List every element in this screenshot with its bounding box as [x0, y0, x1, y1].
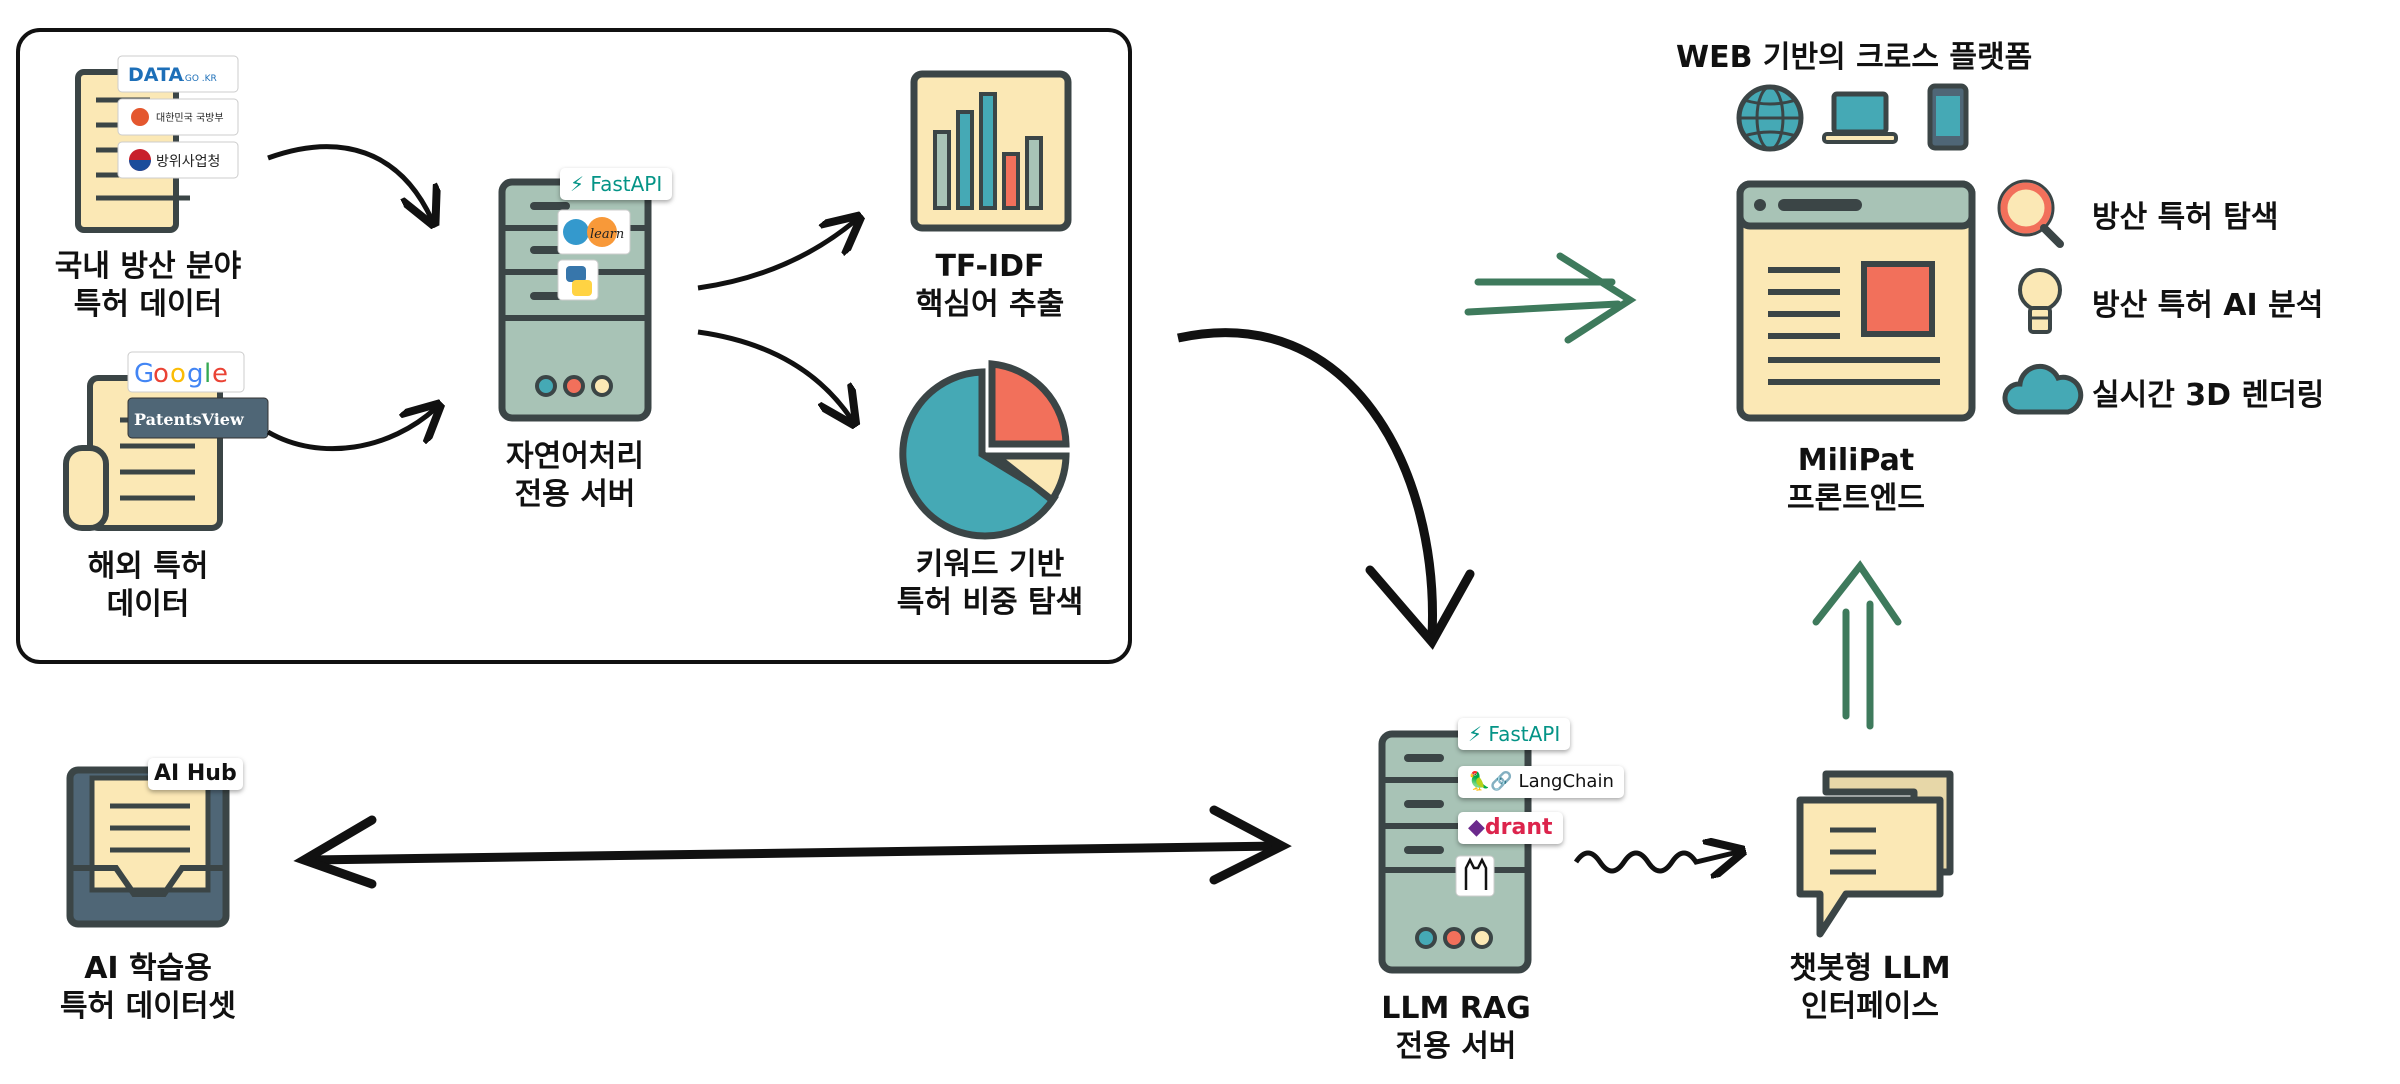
svg-text:o: o [153, 359, 169, 389]
svg-text:대한민국 국방부: 대한민국 국방부 [156, 112, 224, 124]
arrow-aihub-rag-bidirectional [309, 841, 1279, 865]
label-rag-line1: LLM RAG [1381, 991, 1531, 1026]
bar-chart-icon [910, 70, 1072, 232]
arrow-left-head [293, 815, 377, 889]
preprocessing-group-box [16, 28, 1132, 664]
svg-text:l: l [204, 359, 211, 389]
magnifier-icon [1997, 179, 2064, 248]
svg-text:DATA: DATA [128, 64, 183, 86]
label-keyword-search: 키워드 기반 특허 비중 탐색 [860, 546, 1120, 622]
langchain-tag-label: LangChain [1518, 771, 1614, 792]
arrow-group-to-rag [1177, 328, 1437, 637]
label-chatbot: 챗봇형 LLM 인터페이스 [1750, 950, 1990, 1026]
label-tfidf-line1: TF-IDF [935, 249, 1045, 284]
label-frontend-line1: MiliPat [1797, 443, 1915, 478]
label-ai-dataset-line1: AI 학습용 [84, 951, 212, 986]
overseas-logo-cards: G o o g l e PatentsView [127, 351, 269, 439]
domestic-logo-cards: DATA .GO .KR 대한민국 국방부 방위사업청 [117, 55, 239, 179]
sklearn-python-logos: learn [557, 209, 631, 301]
arrow-nlp-to-keyword [697, 329, 852, 420]
phone-icon [1927, 83, 1969, 151]
label-ai-dataset-line2: 특허 데이터셋 [59, 989, 237, 1024]
svg-text:.GO .KR: .GO .KR [182, 74, 217, 84]
pie-chart-icon [899, 360, 1070, 540]
svg-text:g: g [187, 359, 204, 389]
aihub-badge: AI Hub [148, 758, 243, 790]
fastapi-tag-nlp: ⚡ FastAPI [560, 168, 673, 200]
label-rag-server: LLM RAG 전용 서버 [1336, 990, 1576, 1066]
dataset-tray-icon [66, 766, 230, 928]
label-tfidf-line2: 핵심어 추출 [915, 287, 1065, 322]
browser-window-icon [1736, 180, 1976, 422]
svg-text:PatentsView: PatentsView [134, 410, 245, 429]
label-domestic-data: 국내 방산 분야 특허 데이터 [28, 248, 268, 324]
svg-text:G: G [134, 359, 154, 389]
label-chatbot-line2: 인터페이스 [1801, 989, 1939, 1024]
lightbulb-icon [2018, 268, 2062, 334]
svg-text:e: e [212, 359, 228, 389]
cloud-icon [2002, 363, 2084, 415]
overseas-scroll-icon [63, 375, 223, 531]
laptop-icon [1822, 91, 1898, 144]
aihub-badge-label: AI Hub [154, 761, 237, 786]
label-nlp-server: 자연어처리 전용 서버 [455, 438, 695, 514]
svg-text:방위사업청: 방위사업청 [156, 154, 220, 170]
label-ai-dataset: AI 학습용 특허 데이터셋 [28, 950, 268, 1026]
label-rag-line2: 전용 서버 [1395, 1029, 1517, 1064]
label-overseas-data: 해외 특허 데이터 [28, 548, 268, 624]
label-overseas-line2: 데이터 [106, 587, 190, 622]
fastapi-tag-rag: ⚡ FastAPI [1458, 718, 1571, 750]
qdrant-tag: ◆drant [1458, 812, 1563, 844]
label-domestic-line2: 특허 데이터 [73, 287, 223, 322]
qdrant-tag-label: drant [1484, 815, 1553, 840]
platform-header: WEB 기반의 크로스 플랫폼 [1676, 40, 2033, 75]
green-arrow-chatbot-to-frontend [1812, 560, 1902, 730]
arrow-rag-to-chatbot [1573, 852, 1738, 871]
label-chatbot-line1: 챗봇형 LLM [1789, 951, 1951, 986]
label-nlp-line2: 전용 서버 [514, 477, 636, 512]
feature-patent-ai-analysis: 방산 특허 AI 분석 [2092, 288, 2324, 323]
svg-text:learn: learn [590, 227, 624, 242]
arrow-domestic-to-nlp [267, 144, 432, 220]
label-keyword-line2: 특허 비중 탐색 [896, 585, 1084, 620]
svg-text:o: o [170, 359, 186, 389]
globe-icon [1736, 84, 1804, 152]
label-keyword-line1: 키워드 기반 [915, 547, 1065, 582]
label-tfidf: TF-IDF 핵심어 추출 [860, 248, 1120, 324]
fastapi-tag-nlp-label: FastAPI [590, 172, 663, 196]
label-overseas-line1: 해외 특허 [87, 549, 209, 584]
label-nlp-line1: 자연어처리 [506, 439, 644, 474]
fastapi-tag-rag-label: FastAPI [1488, 722, 1561, 746]
label-frontend: MiliPat 프론트엔드 [1736, 442, 1976, 518]
ollama-logo [1455, 855, 1495, 897]
green-arrow-to-frontend [1464, 252, 1637, 344]
arrow-group-to-rag-head [1365, 565, 1475, 650]
arrow-nlp-to-tfidf [697, 220, 856, 291]
arrow-overseas-to-nlp [266, 408, 436, 452]
langchain-tag: 🦜🔗 LangChain [1458, 766, 1624, 798]
feature-3d-rendering: 실시간 3D 렌더링 [2092, 378, 2325, 413]
chat-bubbles-icon [1796, 770, 1954, 938]
label-domestic-line1: 국내 방산 분야 [54, 249, 242, 284]
label-frontend-line2: 프론트엔드 [1787, 481, 1925, 516]
feature-patent-search: 방산 특허 탐색 [2092, 200, 2279, 235]
arrow-right-head [1209, 805, 1292, 885]
